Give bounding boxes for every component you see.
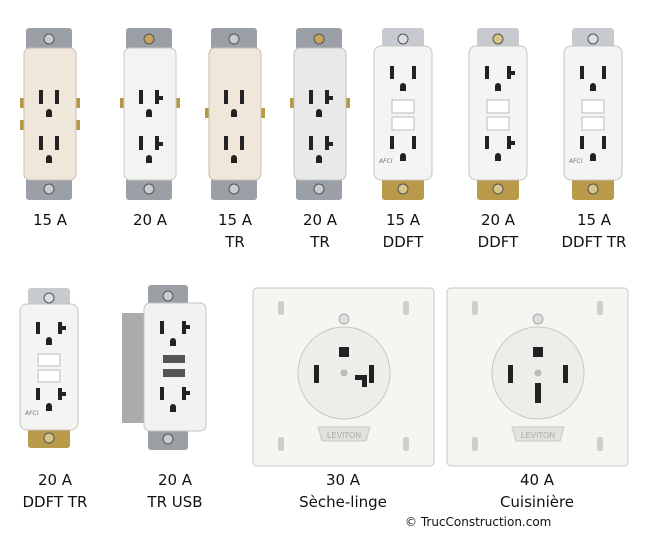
caption-20a-ddft-tr: 20 A DDFT TR: [10, 469, 100, 513]
afci-text: AFCI: [379, 158, 393, 165]
caption-line1: 20 A: [157, 471, 193, 489]
afci-text: AFCI: [25, 410, 39, 417]
leviton-text: LEVITON: [327, 431, 361, 440]
caption-line1: 40 A: [519, 471, 555, 489]
outlet-15a-image: [18, 28, 82, 200]
caption-15a-ddft-tr: 15 A DDFT TR: [550, 209, 638, 253]
caption-20a-tr-usb: 20 A TR USB: [130, 469, 220, 513]
caption-line2: Cuisinière: [499, 493, 575, 511]
caption-20a: 20 A: [115, 209, 185, 231]
outlet-30a-dryer-image: LEVITON: [252, 287, 435, 467]
outlet-15a-ddft-image: AFCI: [370, 28, 436, 200]
caption-15a-ddft: 15 A DDFT: [368, 209, 438, 253]
caption-line1: 20 A: [302, 211, 338, 229]
outlet-20a-ddft-tr-image: AFCI: [16, 288, 82, 448]
outlet-15a-tr-image: [203, 28, 267, 200]
copyright-text: © TrucConstruction.com: [405, 515, 552, 529]
leviton-text: LEVITON: [521, 431, 555, 440]
caption-30a-dryer: 30 A Sèche-linge: [283, 469, 403, 513]
caption-line1: 15 A: [217, 211, 253, 229]
outlet-40a-range-image: LEVITON: [446, 287, 629, 467]
caption-line2: DDFT: [382, 233, 424, 251]
outlet-15a-ddft-tr-image: AFCI: [560, 28, 626, 200]
outlet-20a-tr-usb-image: [118, 285, 210, 450]
caption-line1: 30 A: [325, 471, 361, 489]
outlet-20a-tr-image: [288, 28, 352, 200]
caption-line2: TR USB: [147, 493, 203, 511]
caption-line2: TR: [225, 233, 245, 251]
caption-line2: DDFT: [477, 233, 519, 251]
caption-line2: DDFT TR: [561, 233, 627, 251]
outlet-20a-ddft-image: [465, 28, 531, 200]
caption-line1: 15 A: [576, 211, 612, 229]
outlet-20a-image: [118, 28, 182, 200]
caption-line1: 20 A: [37, 471, 73, 489]
caption-40a-range: 40 A Cuisinière: [477, 469, 597, 513]
caption-15a-tr: 15 A TR: [200, 209, 270, 253]
caption-line1: 20 A: [480, 211, 516, 229]
caption-20a-ddft: 20 A DDFT: [463, 209, 533, 253]
caption-line2: Sèche-linge: [299, 493, 387, 511]
caption-line2: DDFT TR: [22, 493, 88, 511]
caption-line1: 15 A: [385, 211, 421, 229]
afci-text: AFCI: [569, 158, 583, 165]
caption-line1: 20 A: [132, 211, 168, 229]
caption-line1: 15 A: [32, 211, 68, 229]
caption-20a-tr: 20 A TR: [285, 209, 355, 253]
caption-15a: 15 A: [15, 209, 85, 231]
caption-line2: TR: [310, 233, 330, 251]
